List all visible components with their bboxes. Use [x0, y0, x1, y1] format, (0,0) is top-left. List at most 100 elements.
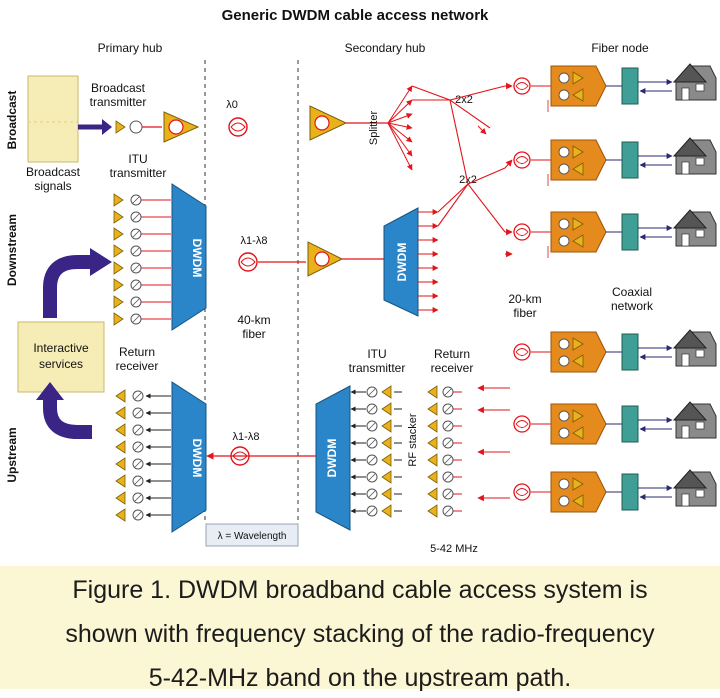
secondary-itu-amp-icon [381, 504, 392, 518]
house-door-icon [681, 233, 690, 247]
node-receiver-icon [558, 72, 570, 84]
secondary-itu-label-2: transmitter [349, 361, 406, 375]
node-fiber-coil [515, 156, 529, 164]
interactive-down-arrow-head [90, 248, 112, 276]
diagram-title: Generic DWDM cable access network [222, 7, 489, 24]
return-rx-label-1: Return [119, 345, 155, 359]
splitter-branch [387, 122, 413, 143]
house-window-icon [695, 229, 705, 238]
itu-tx-laser-icon-mark [132, 298, 140, 306]
secondary-itu-laser-icon-mark [368, 490, 376, 498]
itu-tx-laser-icon-mark [132, 315, 140, 323]
coax-label-1: Coaxial [612, 285, 652, 299]
fiber-20km-label-1: 20-km [508, 292, 541, 306]
house-window-icon [695, 349, 705, 358]
broadcast-signals-label-1: Broadcast [26, 165, 81, 179]
coupler-top-label: 2x2 [455, 94, 473, 106]
downstream-fiber-icon [238, 252, 258, 272]
node-return-amp-icon [572, 234, 584, 248]
itu-tx-laser-icon-mark [132, 196, 140, 204]
node-fiber-coil [515, 420, 529, 428]
interactive-down-arrow [43, 255, 92, 318]
secondary-return-amp-icon [427, 453, 438, 467]
secondary-itu-amp-icon [381, 453, 392, 467]
secondary-itu-laser-icon-mark [368, 507, 376, 515]
band-label: 5-42 MHz [430, 543, 478, 555]
heading-secondary-hub: Secondary hub [345, 41, 426, 55]
coupler-path [411, 85, 506, 101]
secondary-itu-amp-icon [381, 470, 392, 484]
house-window-icon [695, 421, 705, 430]
lambda-1-8-downstream-label: λ1-λ8 [241, 235, 268, 247]
caption-panel: Figure 1. DWDM broadband cable access sy… [0, 566, 720, 692]
secondary-itu-laser-icon-mark [368, 473, 376, 481]
itu-tx-amp-icon [113, 210, 124, 224]
secondary-return-detector-icon-mark [444, 388, 452, 396]
coax-amp-box-icon [621, 67, 639, 105]
node-receiver-icon [558, 338, 570, 350]
coupler-lines [411, 82, 513, 502]
return-rx-amp-icon [115, 440, 126, 454]
node-fiber-icon [513, 483, 531, 501]
side-label-downstream: Downstream [5, 214, 19, 286]
itu-tx-laser-icon-mark [132, 230, 140, 238]
house-door-icon [681, 353, 690, 367]
splitter-branch [387, 122, 413, 157]
secondary-return-amp-icon [427, 436, 438, 450]
node-return-amp-icon [572, 494, 584, 508]
node-fwd-amp-icon [572, 337, 584, 351]
node-fiber-icon [513, 223, 531, 241]
side-label-upstream: Upstream [5, 427, 19, 482]
return-rx-label-2: receiver [116, 359, 159, 373]
return-rx-detector-icon-mark [134, 443, 142, 451]
wavelength-legend-label: λ = Wavelength [218, 531, 287, 542]
node-fiber-coil [515, 82, 529, 90]
rf-stacker-label: RF stacker [407, 413, 419, 467]
house-roof-icon [672, 401, 708, 421]
dwdm-diagram: Generic DWDM cable access network Primar… [5, 7, 717, 555]
secondary-return-amp-icon [427, 470, 438, 484]
caption-line-1: Figure 1. DWDM broadband cable access sy… [72, 576, 648, 604]
splitter-label: Splitter [368, 111, 380, 146]
coax-amp-box-icon [621, 473, 639, 511]
coupler-mid-label: 2x2 [459, 174, 477, 186]
return-rx-amp-icon [115, 423, 126, 437]
node-return-laser-icon [558, 89, 570, 101]
primary-dwdm-upstream-icon [171, 381, 207, 533]
secondary-return-detector-icon-mark [444, 456, 452, 464]
house-door-icon [681, 493, 690, 507]
house-window-icon [695, 489, 705, 498]
coupler-path [437, 183, 506, 233]
broadcast-signals-label-2: signals [34, 179, 71, 193]
node-return-amp-icon [572, 354, 584, 368]
return-rx-amp-icon [115, 491, 126, 505]
fiber-node-block-icon [550, 471, 607, 513]
secondary-return-detector-icon-mark [444, 439, 452, 447]
itu-tx-amp-icon [113, 278, 124, 292]
secondary-itu-laser-icon-mark [368, 422, 376, 430]
return-rx-detector-icon-mark [134, 477, 142, 485]
interactive-services-box [17, 321, 105, 393]
secondary-return-detector-icon-mark [444, 507, 452, 515]
node-return-laser-icon [558, 163, 570, 175]
itu-tx-laser-icon-mark [132, 281, 140, 289]
coupler-path [449, 99, 469, 185]
node-fwd-amp-icon [572, 71, 584, 85]
itu-tx-label-2: transmitter [110, 166, 167, 180]
node-return-laser-icon [558, 495, 570, 507]
return-rx-amp-icon [115, 389, 126, 403]
lambda-1-8-upstream-label: λ1-λ8 [233, 431, 260, 443]
fiber-node-block-icon [550, 139, 607, 181]
secondary-downstream-outputs [418, 209, 439, 313]
primary-dwdm-downstream-icon [171, 183, 207, 331]
itu-tx-laser-icon-mark [132, 264, 140, 272]
house-window-icon [695, 83, 705, 92]
node-fiber-icon [513, 343, 531, 361]
itu-tx-amp-icon [113, 227, 124, 241]
house-roof-icon [672, 469, 708, 489]
return-rx-amp-icon [115, 406, 126, 420]
secondary-return-amp-icon [427, 385, 438, 399]
coax-amp-box-icon [621, 405, 639, 443]
node-fiber-icon [513, 77, 531, 95]
itu-tx-amp-icon [113, 244, 124, 258]
